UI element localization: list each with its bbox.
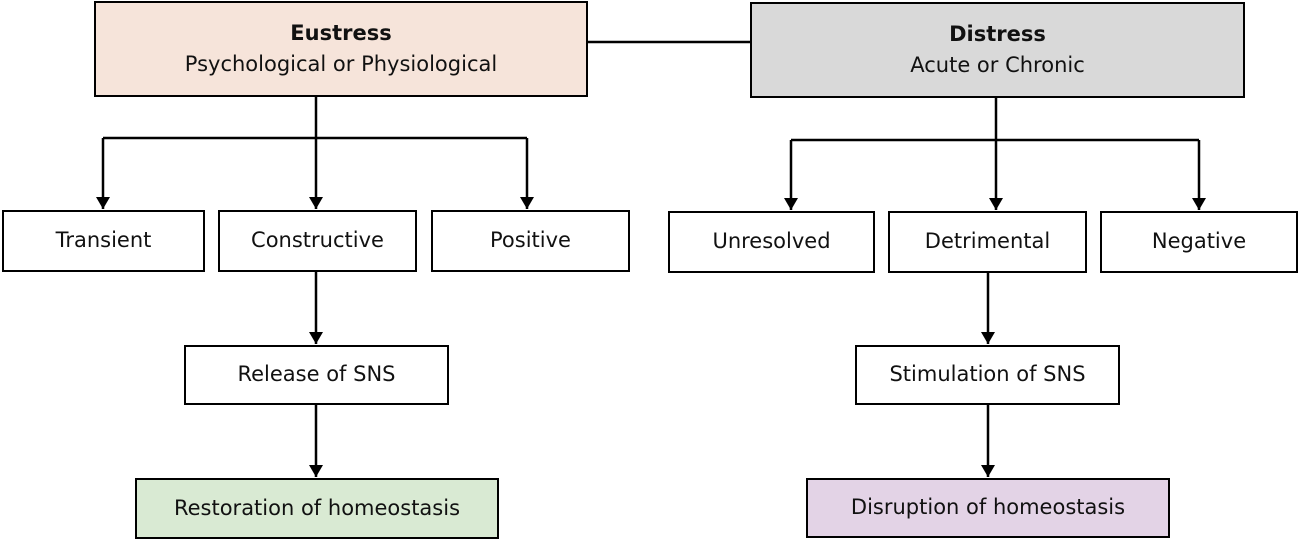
release-sns-label: Release of SNS [237, 362, 396, 387]
constructive-node: Constructive [218, 210, 417, 272]
disruption-node: Disruption of homeostasis [806, 478, 1170, 538]
distress-node: Distress Acute or Chronic [750, 2, 1245, 98]
distress-title: Distress [949, 21, 1046, 46]
restoration-label: Restoration of homeostasis [173, 495, 461, 520]
eustress-subtitle: Psychological or Physiological [184, 52, 498, 76]
stimulation-sns-node: Stimulation of SNS [855, 345, 1120, 405]
eustress-title: Eustress [290, 20, 392, 45]
restoration-node: Restoration of homeostasis [135, 478, 499, 539]
detrimental-node: Detrimental [888, 211, 1087, 273]
release-sns-node: Release of SNS [184, 345, 449, 405]
transient-label: Transient [55, 228, 152, 253]
negative-node: Negative [1100, 211, 1298, 273]
unresolved-node: Unresolved [668, 211, 875, 273]
eustress-node: Eustress Psychological or Physiological [94, 1, 588, 97]
stimulation-sns-label: Stimulation of SNS [889, 362, 1086, 387]
positive-label: Positive [490, 228, 571, 253]
disruption-label: Disruption of homeostasis [850, 495, 1126, 520]
positive-node: Positive [431, 210, 630, 272]
distress-subtitle: Acute or Chronic [910, 53, 1085, 77]
detrimental-label: Detrimental [924, 229, 1051, 254]
constructive-label: Constructive [251, 228, 384, 253]
unresolved-label: Unresolved [712, 229, 831, 254]
negative-label: Negative [1151, 229, 1247, 254]
transient-node: Transient [2, 210, 205, 272]
